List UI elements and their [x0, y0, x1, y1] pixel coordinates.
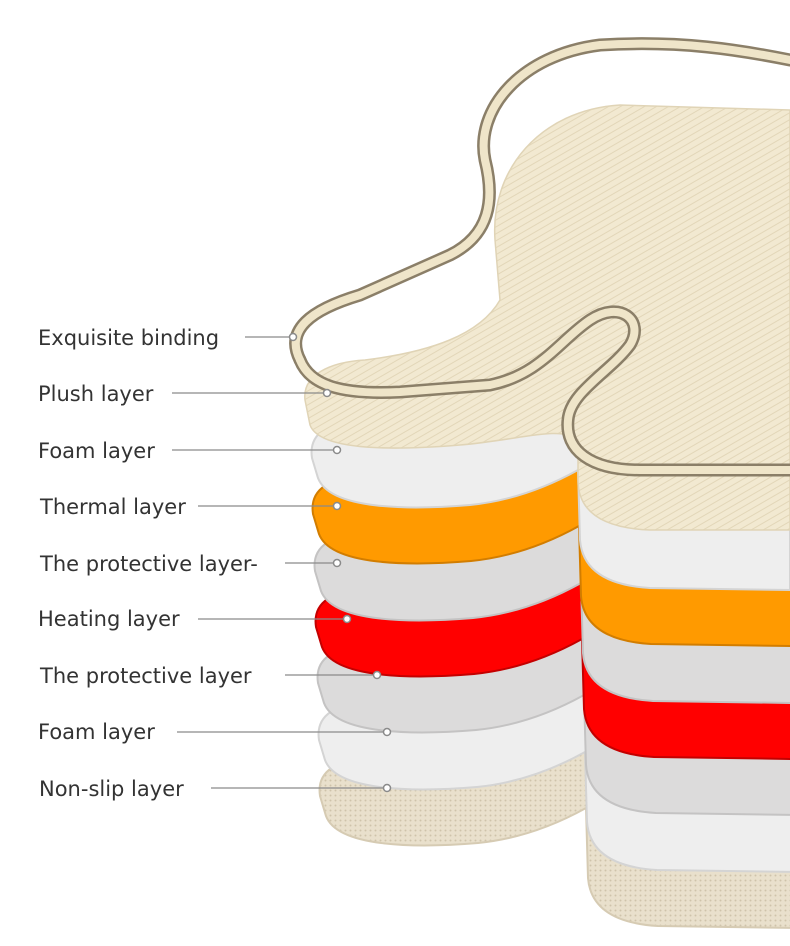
binding-ring	[289, 37, 790, 477]
leader-dot	[332, 501, 342, 511]
leader-dot	[342, 614, 352, 624]
leader-dot	[288, 332, 298, 342]
label-protective-layer-lower: The protective layer	[40, 664, 252, 688]
leader-dot	[382, 727, 392, 737]
label-foam-layer-top: Foam layer	[38, 439, 155, 463]
label-protective-layer-upper: The protective layer-	[40, 552, 258, 576]
leader-dot	[332, 558, 342, 568]
label-heating-layer: Heating layer	[38, 607, 180, 631]
label-foam-layer-bottom: Foam layer	[38, 720, 155, 744]
leader-dot	[332, 445, 342, 455]
plush-layer	[304, 104, 790, 531]
leader-dot	[382, 783, 392, 793]
leader-dot	[322, 388, 332, 398]
label-exquisite-binding: Exquisite binding	[38, 326, 220, 350]
label-plush-layer: Plush layer	[38, 382, 154, 406]
label-non-slip-layer: Non-slip layer	[39, 777, 184, 801]
label-thermal-layer: Thermal layer	[40, 495, 186, 519]
leader-dot	[372, 670, 382, 680]
